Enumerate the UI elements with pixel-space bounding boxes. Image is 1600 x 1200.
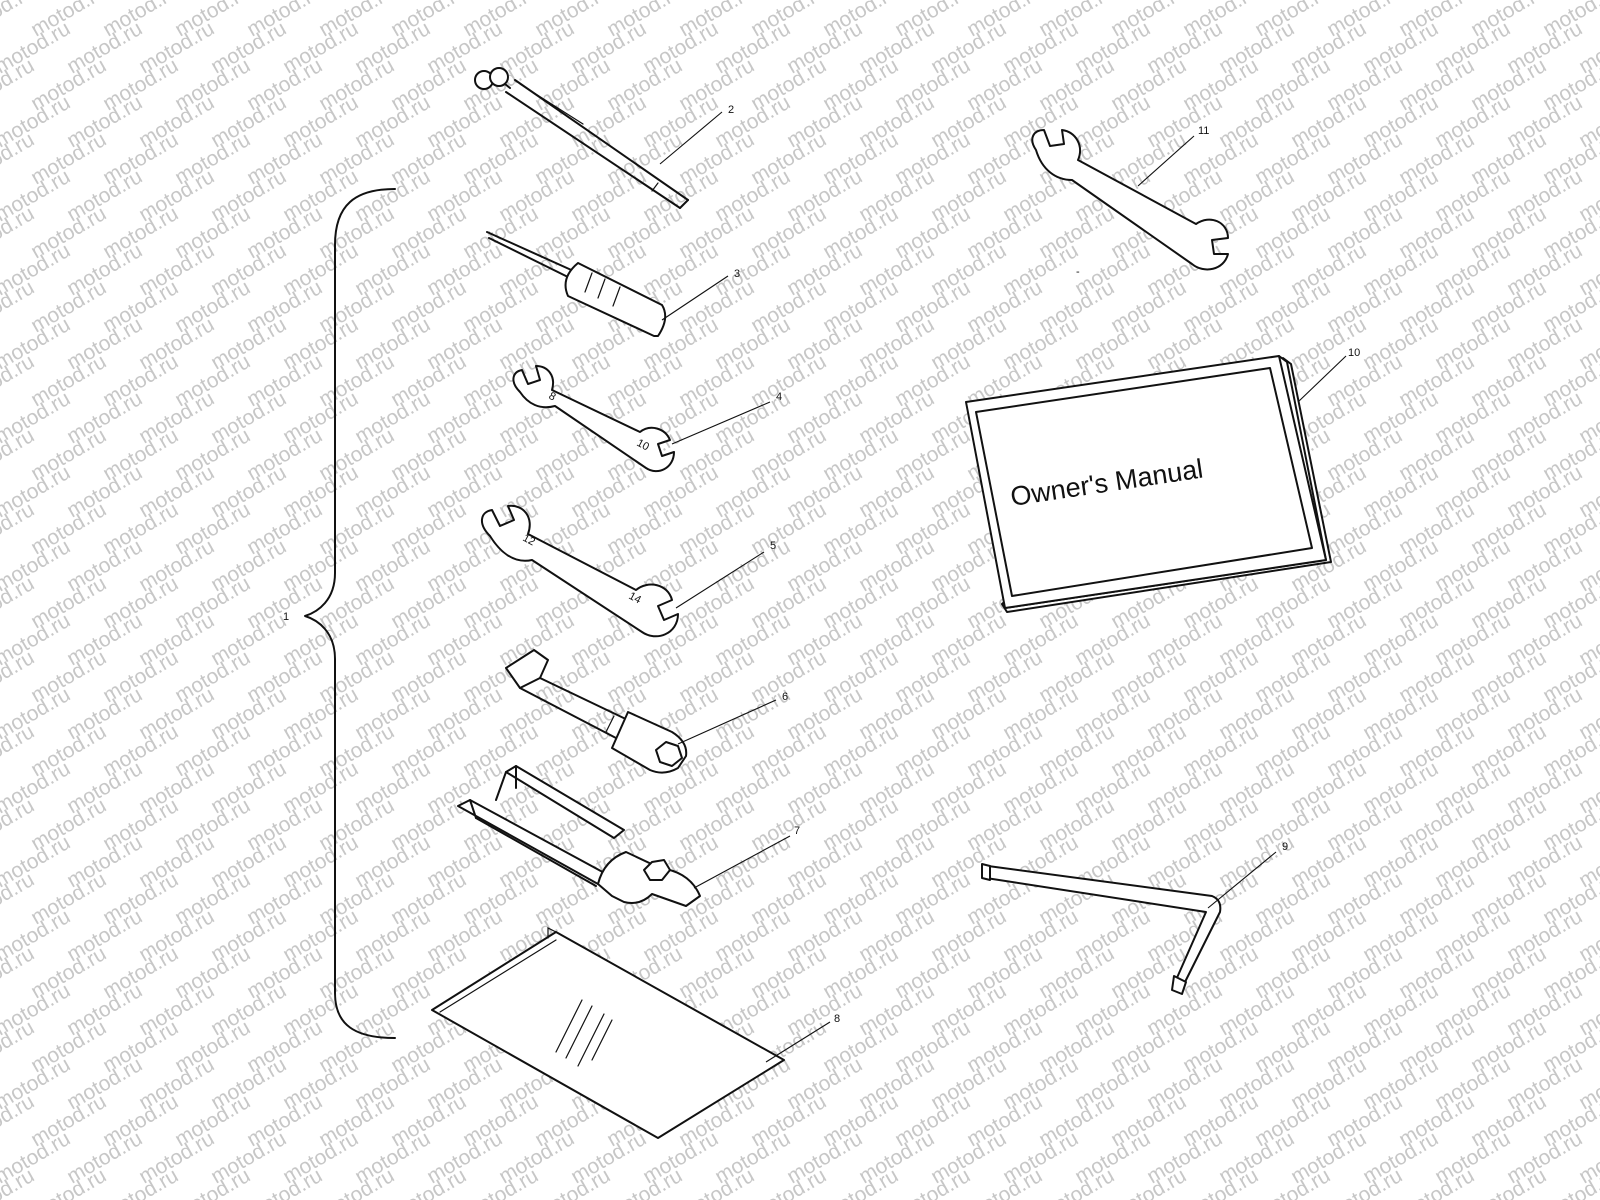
kit-brace [304, 188, 396, 1039]
wrench-large-illustration [1031, 129, 1229, 271]
dash-mark: - [1076, 266, 1080, 278]
owners-manual-illustration: Owner's Manual [965, 355, 1332, 613]
wrench-small-top-size: 8 [547, 390, 558, 403]
callout-5: 5 [770, 540, 776, 552]
screwdriver-illustration [486, 231, 667, 337]
callout-8: 8 [834, 1013, 840, 1025]
callout-11: 11 [1198, 125, 1209, 137]
wrench-medium-bottom-size: 14 [627, 590, 643, 606]
hex-key-illustration [981, 863, 1222, 995]
callout-6: 6 [782, 691, 788, 703]
callout-7: 7 [794, 825, 800, 837]
callout-4: 4 [776, 391, 782, 403]
tire-gauge-illustration [474, 67, 689, 209]
wrench-small-bottom-size: 10 [635, 437, 651, 453]
callout-2: 2 [728, 104, 734, 116]
callout-3: 3 [734, 268, 740, 280]
tool-bag-illustration [431, 927, 785, 1139]
wrench-medium-top-size: 12 [521, 532, 537, 548]
callout-9: 9 [1282, 841, 1288, 853]
spanner-bar-illustration [457, 765, 701, 907]
watermark-text: motod.ru [1575, 0, 1600, 4]
leader-lines [659, 111, 1347, 1063]
callout-10: 10 [1348, 347, 1360, 359]
wrench-medium-illustration: 12 14 [481, 504, 679, 638]
socket-tube-illustration [505, 649, 688, 774]
callout-1: 1 [283, 611, 289, 623]
callout-labels: 1 2 3 4 5 6 7 8 9 10 11 - [283, 104, 1360, 1025]
wrench-small-illustration: 8 10 [512, 365, 675, 473]
